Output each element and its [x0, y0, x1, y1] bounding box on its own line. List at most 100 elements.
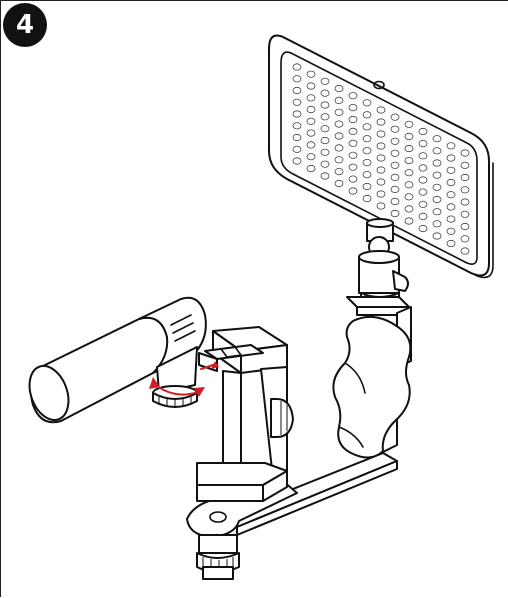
- led-dot: [446, 215, 456, 223]
- led-dot: [460, 186, 470, 194]
- led-dot: [432, 195, 442, 204]
- led-dot: [460, 235, 470, 243]
- phone-clamp-icon: [196, 326, 294, 502]
- led-dot: [390, 209, 400, 218]
- led-dot: [460, 161, 470, 169]
- led-dot: [306, 164, 316, 173]
- led-dot: [460, 247, 470, 255]
- led-dot: [334, 179, 344, 188]
- led-dot: [404, 132, 414, 140]
- led-dot: [432, 147, 442, 155]
- led-dot: [348, 139, 358, 147]
- led-dot: [376, 166, 386, 174]
- led-dot: [404, 205, 414, 213]
- led-dot: [320, 77, 330, 85]
- led-dot: [362, 123, 372, 131]
- led-dot: [348, 187, 358, 195]
- led-dot: [348, 175, 358, 183]
- led-dot: [376, 202, 386, 210]
- led-dot: [446, 178, 456, 187]
- led-dot: [292, 157, 302, 165]
- led-dot: [460, 222, 470, 231]
- led-dot: [390, 185, 400, 193]
- led-dot: [292, 75, 302, 83]
- led-dot: [320, 101, 330, 109]
- led-dot: [460, 198, 470, 206]
- led-dot: [432, 208, 442, 216]
- led-dot: [320, 148, 330, 156]
- led-dot: [446, 239, 456, 248]
- led-dot: [362, 135, 372, 143]
- led-dot: [348, 163, 358, 171]
- led-dot: [418, 188, 428, 196]
- led-dot: [320, 125, 330, 133]
- led-dot: [348, 115, 358, 124]
- led-dot: [292, 86, 302, 95]
- led-dot: [348, 104, 358, 112]
- led-dot: [362, 111, 372, 119]
- led-dot: [404, 157, 414, 165]
- led-dot: [334, 84, 344, 93]
- led-dot: [320, 113, 330, 121]
- led-dot: [376, 178, 386, 186]
- led-dot: [376, 118, 386, 126]
- led-dot: [432, 171, 442, 179]
- led-dot: [390, 149, 400, 157]
- led-dot: [334, 144, 344, 152]
- led-dot: [390, 161, 400, 169]
- led-dot: [376, 190, 386, 198]
- led-dot: [292, 63, 302, 71]
- led-dot: [432, 220, 442, 228]
- led-dot: [432, 159, 442, 167]
- led-dot: [446, 166, 456, 174]
- led-dot-grid: [292, 63, 470, 255]
- led-dot: [306, 153, 316, 161]
- led-dot: [404, 169, 414, 177]
- led-dot: [390, 197, 400, 206]
- shotgun-microphone-icon: [28, 296, 207, 424]
- step-number: 4: [15, 10, 35, 40]
- led-dot: [460, 149, 470, 157]
- led-dot: [418, 224, 428, 233]
- led-dot: [362, 159, 372, 167]
- led-dot: [334, 108, 344, 116]
- led-dot: [390, 125, 400, 133]
- led-dot: [376, 154, 386, 162]
- led-dot: [446, 203, 456, 211]
- led-dot: [362, 182, 372, 191]
- led-dot: [418, 200, 428, 208]
- led-dot: [306, 129, 316, 137]
- led-dot: [292, 98, 302, 106]
- led-dot: [418, 127, 428, 136]
- led-dot: [334, 168, 344, 176]
- led-dot: [292, 110, 302, 118]
- rotate-arrow-icon: [149, 361, 219, 397]
- led-dot: [446, 154, 456, 162]
- led-dot: [376, 142, 386, 150]
- led-dot: [320, 89, 330, 97]
- led-dot: [292, 122, 302, 130]
- led-dot: [334, 120, 344, 128]
- led-dot: [404, 181, 414, 189]
- step-number-badge: 4: [3, 3, 47, 47]
- led-dot: [418, 164, 428, 172]
- led-dot: [306, 82, 316, 90]
- led-light-panel-icon: [268, 34, 494, 279]
- led-dot: [334, 156, 344, 164]
- led-dot: [376, 106, 386, 114]
- led-dot: [404, 217, 414, 225]
- led-dot: [320, 172, 330, 180]
- led-dot: [432, 135, 442, 143]
- led-dot: [418, 176, 428, 184]
- led-dot: [348, 92, 358, 100]
- led-dot: [306, 70, 316, 78]
- led-dot: [432, 183, 442, 191]
- led-dot: [446, 191, 456, 199]
- led-dot: [432, 232, 442, 240]
- led-dot: [348, 151, 358, 159]
- l-bracket-handle-icon: [186, 306, 412, 580]
- led-dot: [376, 130, 386, 138]
- led-dot: [404, 144, 414, 153]
